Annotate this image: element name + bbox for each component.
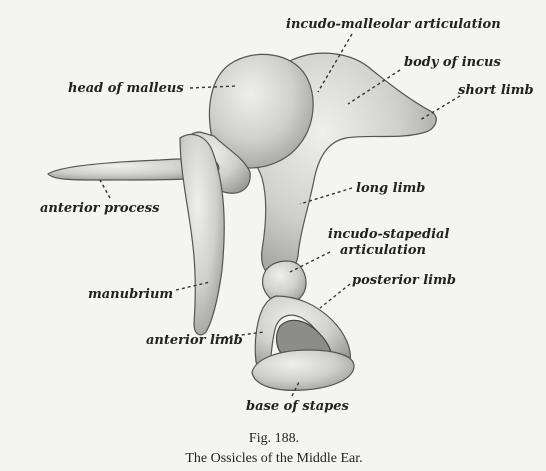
leader-posterior-limb (320, 284, 350, 308)
caption-figure-number: Fig. 188. (249, 431, 299, 446)
label-body-of-incus: body of incus (404, 55, 501, 70)
label-posterior-limb: posterior limb (352, 273, 456, 288)
label-base-of-stapes: base of stapes (246, 399, 350, 414)
label-anterior-process: anterior process (40, 201, 160, 216)
label-incudo-malleolar: incudo-malleolar articulation (286, 17, 501, 32)
leader-anterior-process (100, 180, 110, 198)
label-head-of-malleus: head of malleus (68, 81, 184, 96)
caption-title: The Ossicles of the Middle Ear. (185, 451, 362, 466)
label-incudo-stapedial-1: incudo-stapedial (328, 227, 449, 242)
label-short-limb: short limb (458, 83, 534, 98)
label-anterior-limb: anterior limb (146, 333, 243, 348)
label-manubrium: manubrium (88, 287, 173, 302)
label-incudo-stapedial-2: articulation (340, 243, 426, 258)
label-long-limb: long limb (356, 181, 425, 196)
